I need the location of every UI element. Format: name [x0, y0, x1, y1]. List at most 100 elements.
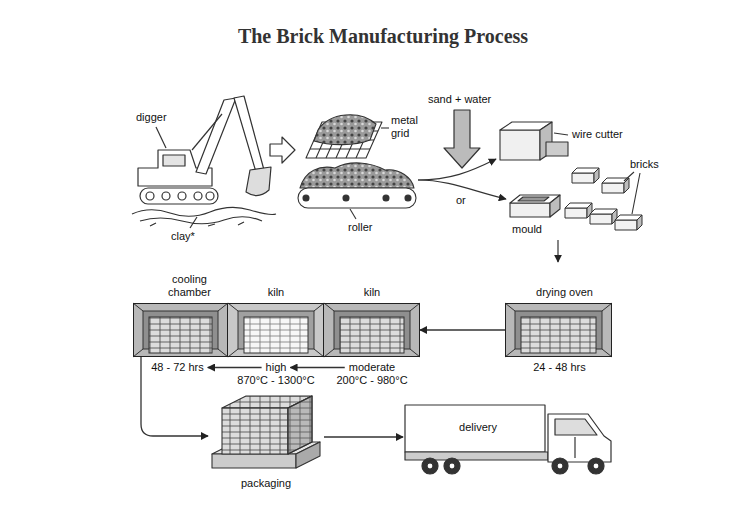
- wire-cutter-illustration: [500, 130, 540, 160]
- delivery-truck-illustration: [427, 463, 433, 469]
- temperature-label: 870°C - 1300°C: [237, 374, 314, 387]
- oven-kiln-interior: [324, 303, 420, 357]
- digger-illustration: [206, 192, 214, 200]
- step-label: packaging: [241, 477, 291, 490]
- delivery-truck-illustration: [444, 458, 460, 474]
- delivery-truck-illustration: [548, 414, 611, 462]
- digger-illustration: [140, 188, 218, 204]
- duration-label: 24 - 48 hrs: [533, 361, 586, 374]
- digger-illustration: [194, 192, 202, 200]
- digger-illustration: [192, 114, 222, 150]
- oven-kiln-interior: [324, 303, 420, 357]
- flow-arrow-outline: [444, 110, 480, 168]
- drying-oven-box: drying oven24 - 48 hrs: [505, 303, 612, 357]
- oven-kiln-interior: [149, 317, 212, 353]
- packaging-illustration: [222, 408, 288, 454]
- oven-kiln-interior: [133, 303, 612, 357]
- conveyor-illustration: [383, 195, 389, 201]
- wire-cutter-illustration: [500, 122, 640, 214]
- digger-illustration: [132, 96, 276, 228]
- digger-illustration: [178, 192, 186, 200]
- cooling-chamber-box: cooling chamber48 - 72 hrs: [133, 303, 228, 357]
- mould-illustration: [550, 195, 560, 217]
- flow-arrow: [208, 367, 262, 368]
- digger-illustration: [196, 98, 236, 174]
- temperature-label: 200°C - 980°C: [336, 374, 407, 387]
- delivery-truck-illustration: [422, 458, 438, 474]
- oven-kiln-interior: [521, 317, 596, 353]
- conveyor-illustration: [381, 127, 389, 128]
- flow-arrow: [420, 329, 505, 330]
- part-label: wire cutter: [572, 128, 623, 141]
- digger-illustration: [156, 127, 166, 148]
- digger-illustration: [163, 155, 185, 166]
- chamber-heading: drying oven: [536, 286, 593, 299]
- digger-illustration: [150, 222, 244, 226]
- mould-illustration: [615, 215, 642, 230]
- oven-kiln-interior: [505, 303, 612, 357]
- oven-kiln-interior: [133, 303, 228, 357]
- flow-arrow: [141, 357, 208, 436]
- split-arrow: [418, 159, 558, 262]
- split-arrow: [418, 159, 496, 180]
- mould-illustration: [565, 203, 592, 218]
- packaging-illustration: [212, 396, 320, 468]
- heat-level-label: high: [266, 361, 287, 374]
- chamber-heading: cooling chamber: [162, 273, 217, 299]
- chamber-heading: kiln: [364, 286, 381, 299]
- oven-kiln-interior: [244, 317, 308, 353]
- digger-illustration: [162, 192, 170, 200]
- digger-illustration: [132, 207, 276, 216]
- delivery-truck-illustration: [557, 463, 563, 469]
- wire-cutter-illustration: [572, 168, 599, 183]
- wire-cutter-illustration: [624, 172, 640, 214]
- mould-illustration: [510, 203, 550, 217]
- chamber-heading: kiln: [268, 286, 285, 299]
- delivery-truck-illustration: [405, 405, 545, 452]
- delivery-truck-illustration: [574, 437, 575, 458]
- oven-kiln-interior: [505, 303, 612, 357]
- digger-illustration: [190, 217, 197, 228]
- delivery-truck: delivery: [403, 403, 613, 475]
- conveyor-illustration: [350, 209, 356, 219]
- part-label: digger: [136, 111, 167, 124]
- conveyor-illustration: [405, 195, 411, 201]
- packaging-illustration: [288, 396, 312, 454]
- packaging-pallet: packaging: [208, 392, 324, 472]
- oven-kiln-interior: [228, 303, 324, 357]
- wire-cutter-illustration: [554, 133, 568, 135]
- part-label: mould: [512, 223, 542, 236]
- packaging-illustration: [288, 396, 312, 454]
- flow-arrow: [324, 436, 403, 437]
- part-label: metal grid: [391, 114, 425, 140]
- choice-label: or: [455, 194, 467, 207]
- flow-arrow-outline: [270, 110, 480, 168]
- part-label: roller: [348, 221, 372, 234]
- conveyor-illustration: [314, 115, 376, 145]
- packaging-illustration: [212, 454, 296, 468]
- delivery-truck-illustration: [593, 463, 599, 469]
- part-label: bricks: [630, 158, 659, 171]
- duration-label: 48 - 72 hrs: [151, 361, 204, 374]
- material-label: clay*: [171, 230, 195, 243]
- delivery-truck-illustration: [588, 458, 604, 474]
- flow-arrow: [290, 367, 344, 368]
- oven-kiln-interior: [228, 303, 324, 357]
- digger-illustration: [246, 167, 271, 196]
- delivery-truck-illustration: [552, 458, 568, 474]
- digger-illustration: [146, 192, 154, 200]
- kiln-box: kilnmoderate200°C - 980°C: [324, 303, 420, 357]
- heat-level-label: moderate: [349, 361, 395, 374]
- oven-kiln-interior: [133, 303, 228, 357]
- kiln-box: kilnhigh870°C - 1300°C: [228, 303, 324, 357]
- delivery-truck-illustration: [405, 405, 611, 474]
- diagram-title: The Brick Manufacturing Process: [0, 24, 730, 48]
- step-label: delivery: [459, 421, 497, 434]
- flow-arrow-outline: [270, 137, 295, 163]
- digger-illustration: [234, 96, 264, 172]
- oven-kiln-interior: [340, 317, 404, 353]
- split-arrow: [557, 240, 558, 262]
